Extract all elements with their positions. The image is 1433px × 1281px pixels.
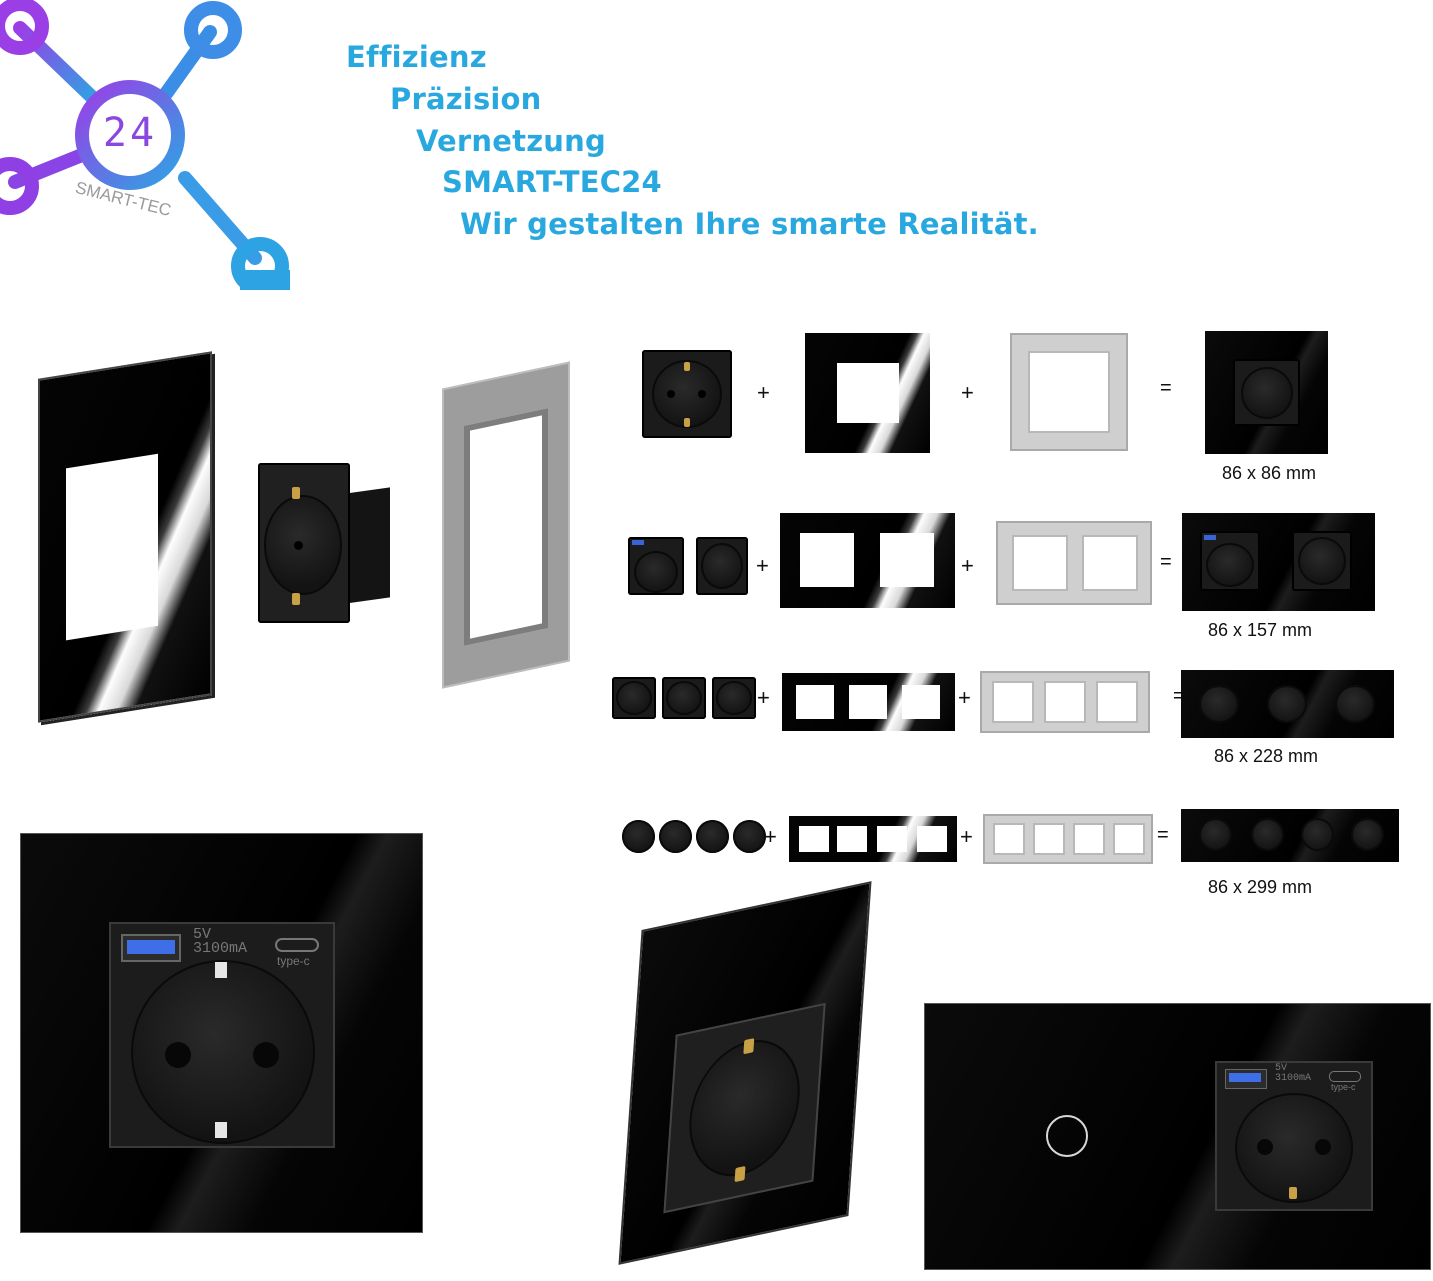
- touch-socket-combo-image: 5V 3100mA type-c: [924, 1003, 1431, 1270]
- combo-row-3: + + = 86 x 228 mm: [600, 665, 1400, 775]
- logo-network-icon: [0, 0, 290, 295]
- touch-combo-rating-1: 5V: [1275, 1063, 1288, 1074]
- exploded-view: [30, 351, 590, 723]
- slogan-line-3: Vernetzung: [416, 124, 606, 158]
- slogan-line-4: SMART-TEC24: [442, 165, 662, 199]
- combo-1-result: [1205, 331, 1328, 454]
- combo-1-module: [642, 350, 732, 438]
- combo-2-equals: =: [1160, 551, 1172, 573]
- touch-combo-socket: 5V 3100mA type-c: [1215, 1061, 1373, 1211]
- combo-4-result: [1181, 809, 1399, 862]
- combo-3-modules: [612, 677, 757, 721]
- combo-1-size: 86 x 86 mm: [1222, 463, 1317, 483]
- combo-1-bracket: [1010, 333, 1128, 451]
- combo-1-plus-2: +: [961, 380, 974, 405]
- frame-window: [66, 453, 158, 641]
- combo-3-bracket: [980, 671, 1150, 733]
- slogan-line-2: Präzision: [390, 82, 542, 116]
- combo-4-size: 86 x 299 mm: [1208, 877, 1313, 897]
- logo-number: 24: [102, 110, 158, 156]
- combo-2-result: [1182, 513, 1375, 611]
- combo-3-plus-1: +: [757, 685, 770, 710]
- glass-frame-image: [38, 351, 212, 723]
- schuko-socket-icon: [131, 960, 315, 1144]
- combo-3-size: 86 x 228 mm: [1214, 746, 1319, 766]
- angled-socket-image: [600, 881, 900, 1281]
- usb-a-port-icon: [121, 934, 181, 962]
- combo-2-modules: [628, 537, 753, 597]
- combo-3-plus-2: +: [958, 685, 971, 710]
- usb-socket-insert: 5V 3100mA type-c: [109, 922, 335, 1148]
- slogan-line-1: Effizienz: [346, 40, 487, 74]
- usb-rating-line-2: 3100mA: [193, 940, 248, 957]
- socket-insert-image: [258, 463, 393, 631]
- combo-2-plus-1: +: [756, 553, 769, 578]
- combo-4-modules: [622, 820, 767, 856]
- combo-2-bracket: [996, 521, 1152, 605]
- combo-1-plus-1: +: [757, 380, 770, 405]
- usb-rating-line-1: 5V: [193, 926, 212, 943]
- usb-c-port-icon: [275, 938, 319, 952]
- touch-combo-usb-c-icon: [1329, 1071, 1361, 1082]
- combo-4-equals: =: [1157, 824, 1169, 846]
- combo-4-bracket: [983, 814, 1153, 864]
- touch-combo-rating-2: 3100mA: [1275, 1073, 1312, 1084]
- combo-2-size: 86 x 157 mm: [1208, 620, 1313, 640]
- combo-3-equals: =: [1173, 685, 1185, 707]
- usb-socket-image: 5V 3100mA type-c: [20, 833, 423, 1233]
- combo-4-frame: [789, 816, 957, 862]
- combo-2-frame: [780, 513, 955, 608]
- combo-4-plus-1: +: [764, 824, 777, 849]
- combo-row-4: + + = 86 x 299 mm: [600, 800, 1410, 905]
- combo-3-result: [1181, 670, 1394, 738]
- mounting-bracket-image: [442, 361, 570, 689]
- combo-row-2: + + = 86 x 157 mm: [600, 505, 1400, 645]
- combo-1-frame: [805, 333, 930, 453]
- combo-1-equals: =: [1160, 377, 1172, 399]
- slogan-line-5: Wir gestalten Ihre smarte Realität.: [460, 207, 1039, 241]
- combo-4-plus-2: +: [960, 824, 973, 849]
- touch-combo-usb-a-icon: [1225, 1069, 1267, 1089]
- touch-ring-icon: [1046, 1115, 1088, 1157]
- touch-combo-port-label: type-c: [1331, 1082, 1356, 1092]
- brand-logo: 24 SMART-TEC: [0, 0, 290, 295]
- combo-row-1: + + = 86 x 86 mm: [600, 325, 1400, 500]
- combo-3-frame: [782, 673, 955, 731]
- usb-port-label: type-c: [277, 954, 310, 968]
- combo-2-plus-2: +: [961, 553, 974, 578]
